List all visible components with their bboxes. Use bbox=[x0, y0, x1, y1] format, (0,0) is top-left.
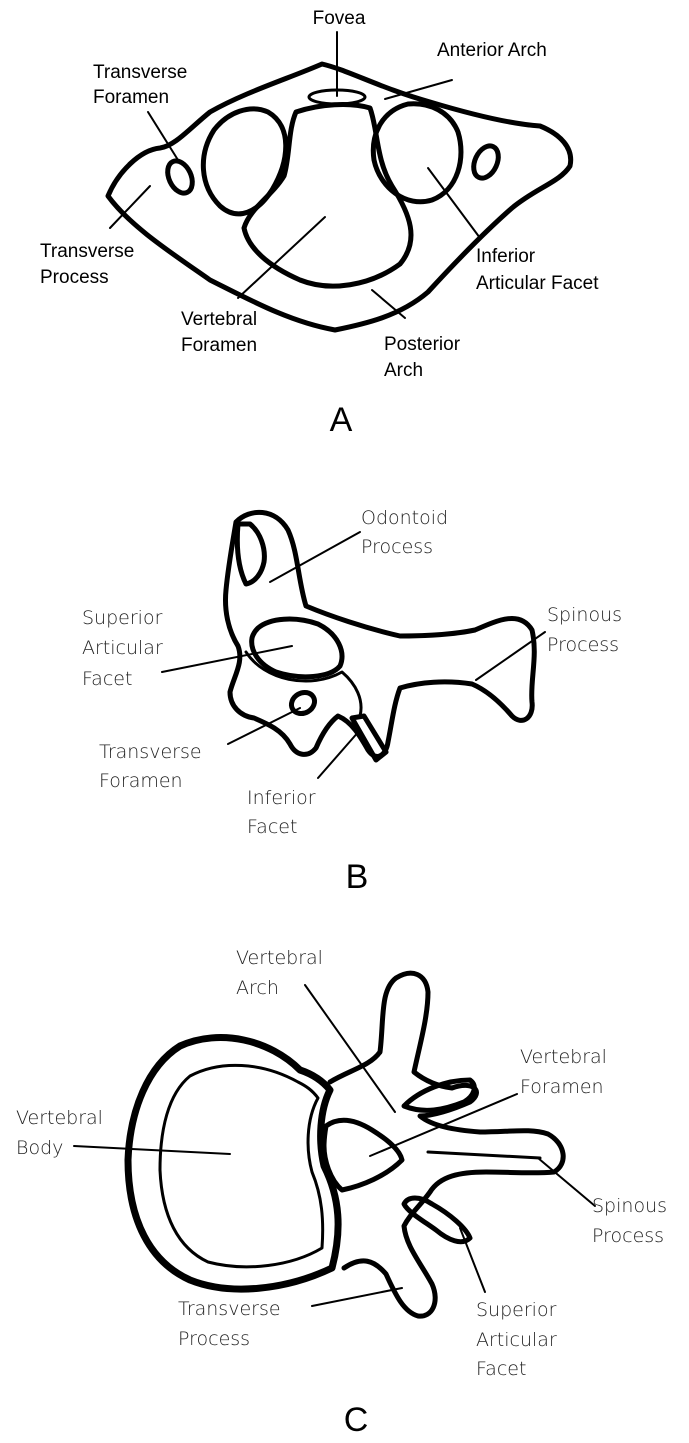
label-c-transverse-process: Transverse Process bbox=[178, 1298, 287, 1350]
panel-a: Fovea Anterior Arch Transverse Foramen T… bbox=[40, 8, 599, 439]
label-line: Facet bbox=[476, 1358, 526, 1380]
label-c-spinous-process: Spinous Process bbox=[592, 1195, 673, 1247]
vertebral-arch-outline bbox=[330, 973, 563, 1316]
label-b-transverse-foramen: Transverse Foramen bbox=[99, 741, 208, 792]
label-line: Posterior bbox=[384, 334, 461, 355]
label-line: Process bbox=[361, 536, 433, 558]
label-line: Arch bbox=[384, 360, 423, 381]
label-line: Transverse bbox=[99, 741, 202, 763]
atlas-right-transverse-foramen bbox=[469, 142, 503, 182]
leader-c-spinous-process bbox=[538, 1158, 595, 1206]
panel-a-letter: A bbox=[330, 401, 353, 439]
label-line: Process bbox=[40, 267, 109, 288]
label-line: Facet bbox=[247, 816, 297, 838]
label-line: Transverse bbox=[178, 1298, 281, 1320]
axis-transverse-foramen bbox=[288, 688, 319, 717]
label-a-vertebral-foramen: Vertebral Foramen bbox=[181, 309, 262, 356]
label-line: Inferior bbox=[247, 787, 316, 809]
label-a-posterior-arch: Posterior Arch bbox=[384, 334, 465, 381]
label-c-vertebral-arch: Vertebral Arch bbox=[236, 947, 329, 999]
label-line: Vertebral bbox=[16, 1107, 103, 1129]
label-line: Odontoid bbox=[361, 507, 448, 529]
atlas-right-facet bbox=[373, 104, 461, 202]
lower-articular-facet bbox=[404, 1198, 470, 1242]
label-a-fovea: Fovea bbox=[313, 8, 366, 29]
leader-b-inferior-facet bbox=[318, 730, 360, 778]
label-a-anterior-arch: Anterior Arch bbox=[437, 40, 547, 61]
label-b-superior-articular-facet: Superior Articular Facet bbox=[82, 607, 169, 690]
leader-c-superior-articular bbox=[460, 1228, 485, 1292]
panel-c: Vertebral Arch Vertebral Foramen Vertebr… bbox=[16, 947, 673, 1439]
leader-b-odontoid bbox=[270, 532, 360, 582]
label-b-spinous-process: Spinous Process bbox=[547, 604, 628, 656]
label-b-inferior-facet: Inferior Facet bbox=[247, 787, 322, 838]
label-line: Anterior Arch bbox=[437, 40, 547, 61]
panel-b-letter: B bbox=[346, 858, 369, 896]
label-line: Transverse bbox=[40, 241, 134, 262]
atlas-left-transverse-foramen bbox=[163, 157, 197, 197]
label-line: Superior bbox=[476, 1299, 557, 1321]
label-c-superior-articular-facet: Superior Articular Facet bbox=[476, 1299, 563, 1380]
panel-c-letter: C bbox=[344, 1401, 369, 1439]
label-line: Fovea bbox=[313, 8, 366, 29]
leader-c-transverse-process bbox=[312, 1288, 402, 1306]
label-line: Spinous bbox=[592, 1195, 667, 1217]
label-line: Spinous bbox=[547, 604, 622, 626]
label-line: Body bbox=[16, 1137, 63, 1159]
label-line: Facet bbox=[82, 668, 132, 690]
leader-c-vertebral-body bbox=[74, 1146, 230, 1154]
label-line: Process bbox=[547, 634, 619, 656]
label-a-transverse-process: Transverse Process bbox=[40, 241, 140, 288]
label-line: Vertebral bbox=[236, 947, 323, 969]
label-b-odontoid-process: Odontoid Process bbox=[361, 507, 454, 558]
label-a-transverse-foramen: Transverse Foramen bbox=[93, 62, 193, 108]
vertebral-foramen-shape bbox=[324, 1120, 402, 1190]
label-c-vertebral-foramen: Vertebral Foramen bbox=[520, 1046, 613, 1098]
label-line: Process bbox=[178, 1328, 250, 1350]
label-line: Articular Facet bbox=[476, 273, 599, 294]
label-line: Arch bbox=[236, 977, 279, 999]
label-line: Foramen bbox=[520, 1076, 604, 1098]
leader-a-transverse-foramen bbox=[148, 112, 178, 160]
panel-b: Odontoid Process Superior Articular Face… bbox=[82, 507, 628, 896]
label-line: Foramen bbox=[99, 770, 183, 792]
axis-superior-facet bbox=[252, 619, 342, 677]
label-line: Vertebral bbox=[520, 1046, 607, 1068]
label-line: Inferior bbox=[476, 246, 536, 267]
label-line: Articular bbox=[82, 637, 163, 659]
leader-c-vertebral-foramen bbox=[370, 1094, 517, 1156]
label-line: Foramen bbox=[181, 335, 257, 356]
label-line: Process bbox=[592, 1225, 664, 1247]
vertebral-body-inner bbox=[160, 1065, 323, 1266]
axis-odontoid-tip bbox=[237, 524, 264, 584]
label-line: Superior bbox=[82, 607, 163, 629]
label-line: Articular bbox=[476, 1329, 557, 1351]
label-a-inferior-articular-facet: Inferior Articular Facet bbox=[476, 246, 599, 294]
label-line: Foramen bbox=[93, 87, 169, 108]
atlas-left-facet bbox=[203, 109, 285, 214]
label-line: Transverse bbox=[93, 62, 187, 83]
label-c-vertebral-body: Vertebral Body bbox=[16, 1107, 109, 1159]
label-line: Vertebral bbox=[181, 309, 257, 330]
atlas-vertebral-foramen bbox=[244, 105, 411, 287]
spinous-process-line bbox=[428, 1152, 540, 1158]
